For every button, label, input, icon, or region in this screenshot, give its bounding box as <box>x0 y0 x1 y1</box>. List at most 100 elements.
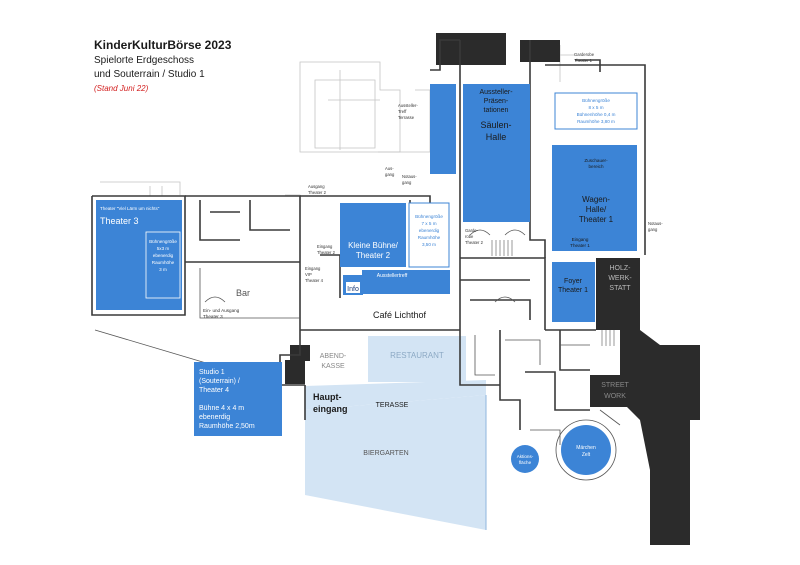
haupteingang-label-1: Haupt- <box>313 392 342 402</box>
foyer-room <box>552 262 595 322</box>
saeulen-halle-room <box>463 84 530 222</box>
studio1-label: Studio 1 (Souterrain) / Theater 4 <box>199 369 240 394</box>
theater3-dims: Bühnengröße 5x3 m ebenerdig Raumhöhe 3 m <box>149 239 177 272</box>
svg-text:Eingang: Eingang <box>305 266 321 271</box>
svg-text:Bühnengröße: Bühnengröße <box>582 98 610 103</box>
ausstellertreff-label: Ausstellertreff <box>377 273 408 279</box>
wagenhalle-label-3: Theater 1 <box>579 215 614 224</box>
svg-text:7 x 5 m: 7 x 5 m <box>421 221 436 226</box>
svg-text:Ausgang: Ausgang <box>308 184 325 189</box>
svg-text:ebenerdig: ebenerdig <box>419 228 440 233</box>
terasse-area <box>305 380 486 410</box>
kleine-buehne-room <box>340 203 406 267</box>
svg-text:Raumhöhe 2,50m: Raumhöhe 2,50m <box>199 423 255 430</box>
foyer-label-1: Foyer <box>564 278 583 285</box>
svg-text:Terrasse: Terrasse <box>398 115 415 120</box>
theater3-stage-box <box>145 231 181 299</box>
svg-text:VIP: VIP <box>305 272 312 277</box>
holzwerkstatt-label-3: STATT <box>609 285 631 292</box>
maerchen-zelt-circle <box>561 425 611 475</box>
maerchen-zelt-label-1: Märchen <box>576 445 596 451</box>
haupteingang-label-2: eingang <box>313 404 348 414</box>
dark-walls <box>285 33 700 545</box>
svg-text:Raumhöhe 3,80 m: Raumhöhe 3,80 m <box>577 119 615 124</box>
abendkasse-label-2: KASSE <box>321 363 345 370</box>
wagenhalle-eingang-2: Theater 1 <box>570 243 590 248</box>
restaurant-area <box>368 336 466 382</box>
holzwerkstatt-label-2: WERK- <box>608 275 632 282</box>
maerchen-zelt-ring <box>555 419 617 481</box>
svg-text:Eingang: Eingang <box>317 244 333 249</box>
wagenhalle-label-1: Wagen- <box>582 195 610 204</box>
svg-text:(Souterrain) /: (Souterrain) / <box>199 378 240 385</box>
holzwerkstatt-label-1: HOLZ- <box>610 265 632 272</box>
svg-text:Theater 2: Theater 2 <box>465 240 484 245</box>
biergarten-label: BIERGARTEN <box>363 450 408 457</box>
wagenhalle-room <box>552 145 637 251</box>
status-note: (Stand Juni 22) <box>94 84 149 93</box>
svg-text:Theater 4: Theater 4 <box>199 387 229 394</box>
info-inner <box>346 282 360 293</box>
bar-label: Bar <box>236 288 250 298</box>
svg-text:gang: gang <box>648 227 658 232</box>
svg-text:5x3 m: 5x3 m <box>157 246 170 251</box>
studio1-dims: Bühne 4 x 4 m ebenerdig Raumhöhe 2,50m <box>199 405 255 430</box>
studio1-room <box>194 362 282 436</box>
map-subtitle-line2: und Souterrain / Studio 1 <box>94 69 205 80</box>
svg-text:Raumhöhe: Raumhöhe <box>418 235 441 240</box>
saeulen-halle-label-1: Säulen- <box>480 120 511 130</box>
kleine-buehne-label-1: Kleine Bühne/ <box>348 241 399 250</box>
aussteller-label-2: Präsen- <box>484 98 509 105</box>
svg-text:Notaus-: Notaus- <box>648 221 663 226</box>
ein-ausgang-theater3-2: Theater 3 <box>203 314 223 319</box>
svg-text:gang: gang <box>402 180 412 185</box>
kleine-buehne-dims: Bühnengröße 7 x 5 m ebenerdig Raumhöhe 3… <box>415 214 443 247</box>
wagenhalle-dims: Bühnengröße 8 x 5 m Bühnenhöhe 0,4 m Rau… <box>577 98 616 124</box>
cafe-label: Café Lichthof <box>373 310 427 320</box>
aussteller-label-3: tationen <box>484 107 509 114</box>
kleine-buehne-stage-box <box>408 202 450 268</box>
aussteller-side-room <box>430 84 456 174</box>
streetwork-label-2: WORK <box>604 393 626 400</box>
wagenhalle-stage-box <box>554 92 638 130</box>
svg-text:Garderobe: Garderobe <box>574 52 595 57</box>
svg-text:3,50 m: 3,50 m <box>422 242 436 247</box>
small-labels: Garderobe Theater 1 Aussteller- Treff Te… <box>305 52 663 283</box>
abendkasse-label-1: ABEND- <box>320 353 347 360</box>
svg-text:ebenerdig: ebenerdig <box>153 253 174 258</box>
svg-text:Theater 1: Theater 1 <box>574 58 593 63</box>
map-title: KinderKulturBörse 2023 <box>94 38 232 52</box>
staircase <box>491 240 615 346</box>
ein-ausgang-theater3-1: Ein- und Ausgang <box>203 308 240 313</box>
svg-text:8 x 5 m: 8 x 5 m <box>588 105 603 110</box>
wagenhalle-eingang-1: Eingang <box>572 237 589 242</box>
theater3-play-title: Theater "Viel Lärm um nichts" <box>100 206 160 211</box>
svg-text:Theater 4: Theater 4 <box>305 278 324 283</box>
saeulen-halle-label-2: Halle <box>486 132 507 142</box>
svg-text:gang: gang <box>385 172 395 177</box>
wagenhalle-label-2: Halle/ <box>586 205 607 214</box>
svg-text:Garde-: Garde- <box>465 228 479 233</box>
foyer-label-2: Theater 1 <box>558 287 588 294</box>
svg-text:Theater 2: Theater 2 <box>317 250 336 255</box>
svg-text:Bühnengröße: Bühnengröße <box>149 239 177 244</box>
svg-text:Treff: Treff <box>398 109 407 114</box>
ausstellertreff-room <box>362 270 450 294</box>
biergarten-area <box>305 395 486 530</box>
maerchen-zelt-label-2: Zelt <box>582 452 591 458</box>
terasse-label: TERASSE <box>376 402 409 409</box>
kleine-buehne-label-2: Theater 2 <box>356 251 391 260</box>
wagenhalle-zuschauer-2: bereich <box>588 164 604 169</box>
svg-text:Theater 2: Theater 2 <box>308 190 327 195</box>
svg-text:ebenerdig: ebenerdig <box>199 414 230 421</box>
svg-text:robe: robe <box>465 234 474 239</box>
aktions-flaeche-label-2: fläche <box>519 460 532 465</box>
map-subtitle-line1: Spielorte Erdgeschoss <box>94 55 195 66</box>
svg-text:Studio 1: Studio 1 <box>199 369 225 376</box>
info-label: Info <box>347 286 359 293</box>
wagenhalle-zuschauer-1: Zuschauer- <box>584 158 608 163</box>
svg-text:Raumhöhe: Raumhöhe <box>152 260 175 265</box>
restaurant-label: RESTAURANT <box>390 351 444 360</box>
svg-text:Aus-: Aus- <box>385 166 394 171</box>
svg-text:Notaus-: Notaus- <box>402 174 417 179</box>
